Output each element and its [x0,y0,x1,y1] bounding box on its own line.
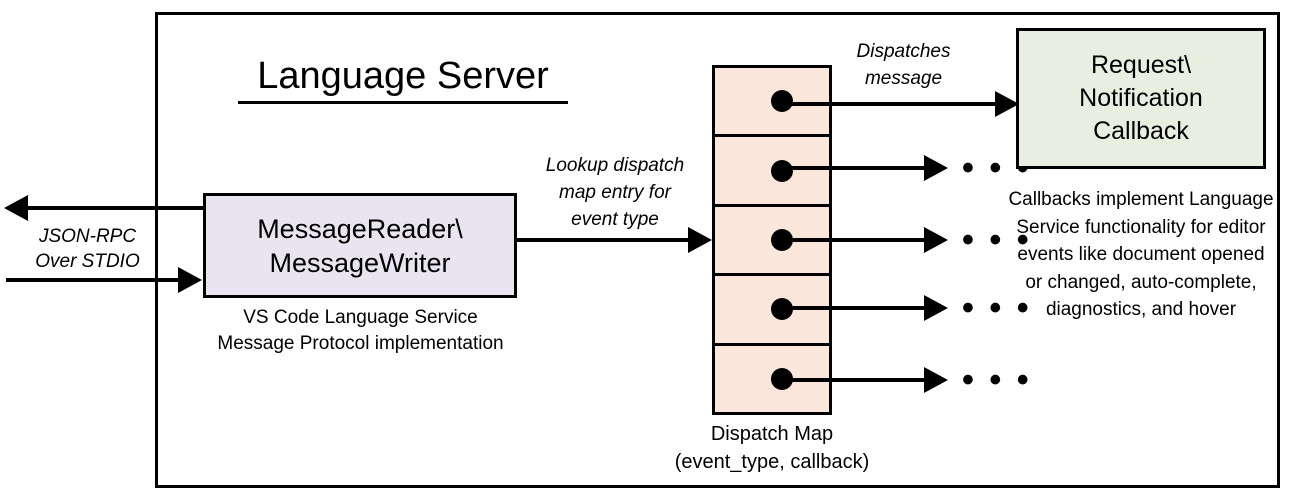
dispatch-entry-dot-icon [771,90,793,113]
dispatch-arrow-head-1 [995,91,1019,117]
lookup-label-line2: map entry for [559,182,671,203]
jsonrpc-label-line2: Over STDIO [35,251,140,272]
dispatch-map-row[interactable] [715,68,829,138]
jsonrpc-label-line1: JSON-RPC [38,226,137,247]
dispatch-arrow-line-2 [780,166,926,170]
dispatch-arrow-head-4 [924,295,948,321]
dispatch-arrow-line-5 [780,378,926,382]
lookup-label-line1: Lookup dispatch [545,155,685,176]
dispatch-arrow-head-2 [924,155,948,181]
outbound-stdio-arrowhead [4,195,28,221]
lookup-connector-line [517,238,691,242]
language-server-boundary [155,12,1280,488]
request-notification-callback-box[interactable]: Request\ Notification Callback [1016,28,1266,169]
message-reader-writer-box[interactable]: MessageReader\ MessageWriter [203,193,517,298]
dispatch-arrow-line-3 [780,238,926,242]
message-writer-label: MessageWriter [269,247,451,278]
page-title: Language Server [238,52,568,104]
dispatch-arrow-line-1 [780,102,998,106]
dispatches-message-label: Dispatches message [836,38,971,92]
lookup-dispatch-label: Lookup dispatch map entry for event type [515,152,715,233]
callback-label-line1: Request\ [1090,51,1192,79]
inbound-stdio-line [6,278,182,282]
message-reader-label: MessageReader\ [257,213,463,244]
dispatch-arrow-head-3 [924,227,948,253]
dispatch-map-caption: Dispatch Map (event_type, callback) [662,420,882,476]
lookup-label-line3: event type [571,209,659,230]
dispatch-map-caption-line2: (event_type, callback) [674,451,870,473]
message-io-caption-line1: VS Code Language Service [243,307,478,328]
dispatches-label-line2: message [864,68,943,89]
dispatch-arrow-head-5 [924,367,948,393]
callback-label-line3: Callback [1093,117,1189,145]
message-io-caption: VS Code Language Service Message Protoco… [193,305,528,357]
dispatch-ellipsis-5: • • • [962,361,1032,399]
inbound-stdio-arrowhead [178,267,202,293]
dispatch-map-row[interactable] [715,276,829,346]
outbound-stdio-line [26,206,206,210]
dispatches-label-line1: Dispatches [856,41,951,62]
jsonrpc-transport-label: JSON-RPC Over STDIO [20,224,155,274]
dispatch-arrow-line-4 [780,306,926,310]
dispatch-map-row[interactable] [715,137,829,207]
dispatch-map-caption-line1: Dispatch Map [710,423,834,445]
callback-caption: Callbacks implement Language Service fun… [1008,189,1274,320]
dispatch-map-table[interactable] [712,65,832,415]
dispatch-entry-dot-icon [771,159,793,182]
lookup-connector-arrowhead [688,227,712,253]
message-io-caption-line2: Message Protocol implementation [217,333,504,354]
callback-label-line2: Notification [1079,84,1203,112]
